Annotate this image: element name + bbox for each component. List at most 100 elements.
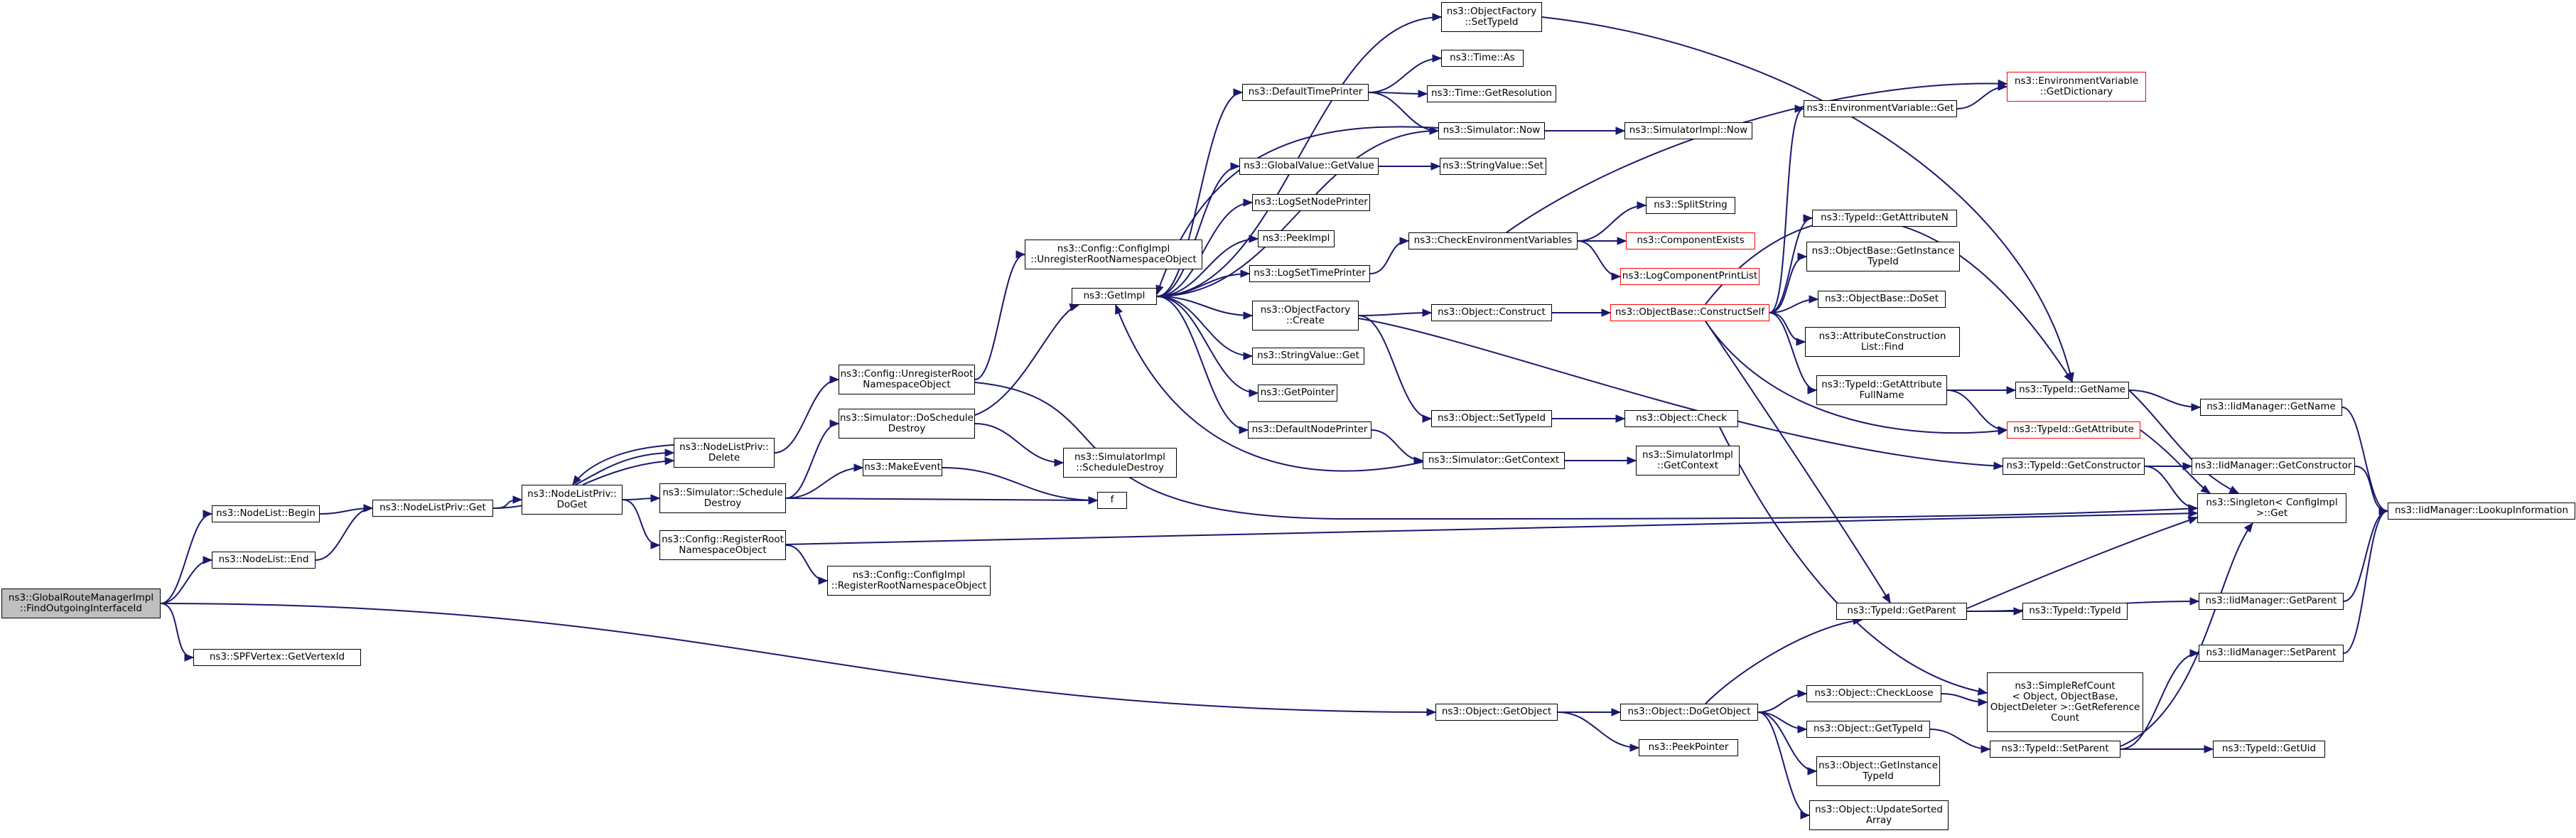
- node-log-s-n-p[interactable]: ns3::LogSetNodePrinter: [1252, 194, 1370, 211]
- node-tid-get-attr-full[interactable]: ns3::TypeId::GetAttribute FullName: [1816, 375, 1947, 405]
- node-of-create[interactable]: ns3::ObjectFactory ::Create: [1252, 301, 1359, 331]
- node-cfg-impl-unreg[interactable]: ns3::Config::ConfigImpl ::UnregisterRoot…: [1025, 240, 1202, 269]
- node-split-str[interactable]: ns3::SplitString: [1646, 197, 1735, 214]
- node-log-c-p-l[interactable]: ns3::LogComponentPrintList: [1620, 268, 1759, 285]
- node-iid-lookup[interactable]: ns3::IidManager::LookupInformation: [2388, 503, 2575, 520]
- node-tid-get-name[interactable]: ns3::TypeId::GetName: [2015, 382, 2129, 399]
- node-env-get-dict[interactable]: ns3::EnvironmentVariable ::GetDictionary: [2007, 72, 2146, 102]
- node-obj-do-get-object[interactable]: ns3::Object::DoGetObject: [1620, 704, 1758, 721]
- node-nlp-get[interactable]: ns3::NodeListPriv::Get: [372, 500, 493, 517]
- call-edge: [1705, 619, 1863, 704]
- edge-arrowhead: [1601, 308, 1612, 317]
- node-def-t-p[interactable]: ns3::DefaultTimePrinter: [1242, 84, 1369, 101]
- node-iid-get-parent[interactable]: ns3::IidManager::GetParent: [2199, 593, 2344, 610]
- call-edge: [2354, 466, 2388, 512]
- node-obj-construct[interactable]: ns3::Object::Construct: [1431, 304, 1552, 321]
- node-of-set-tid[interactable]: ns3::ObjectFactory ::SetTypeId: [1441, 2, 1542, 32]
- edge-arrowhead: [2006, 386, 2017, 394]
- node-nlp-delete[interactable]: ns3::NodeListPriv:: Delete: [674, 438, 775, 468]
- call-edge: [1705, 321, 2008, 434]
- node-iid-get-name[interactable]: ns3::IidManager::GetName: [2200, 399, 2342, 416]
- node-obj-get-tid[interactable]: ns3::Object::GetTypeId: [1806, 721, 1930, 738]
- node-tid-get-parent[interactable]: ns3::TypeId::GetParent: [1836, 603, 1967, 620]
- node-sv-set[interactable]: ns3::StringValue::Set: [1440, 158, 1546, 175]
- node-tid-get-ctor[interactable]: ns3::TypeId::GetConstructor: [2003, 458, 2145, 475]
- node-tid-get-attr-n[interactable]: ns3::TypeId::GetAttributeN: [1812, 210, 1957, 227]
- node-peek-impl[interactable]: ns3::PeekImpl: [1258, 230, 1335, 247]
- node-ac-list-find[interactable]: ns3::AttributeConstruction List::Find: [1805, 327, 1960, 357]
- node-ob-get-inst-tid[interactable]: ns3::ObjectBase::GetInstance TypeId: [1806, 242, 1960, 272]
- call-edge: [774, 379, 839, 453]
- edge-arrowhead: [2188, 504, 2199, 512]
- edge-arrowhead: [1637, 201, 1647, 210]
- node-obj-check-loose[interactable]: ns3::Object::CheckLoose: [1806, 685, 1941, 702]
- call-edge: [1557, 711, 1639, 748]
- call-edge: [2343, 510, 2388, 602]
- edge-arrowhead: [1115, 303, 1123, 315]
- edge-arrowhead: [1797, 252, 1808, 261]
- node-sim-impl-now[interactable]: ns3::SimulatorImpl::Now: [1624, 122, 1752, 139]
- node-obj-upd-sorted[interactable]: ns3::Object::UpdateSorted Array: [1809, 800, 1949, 830]
- edge-arrowhead: [1882, 593, 1891, 604]
- node-get-ptr[interactable]: ns3::GetPointer: [1258, 385, 1337, 402]
- node-sim-get-ctx[interactable]: ns3::Simulator::GetContext: [1423, 452, 1565, 469]
- node-obj-get-inst-tid[interactable]: ns3::Object::GetInstance TypeId: [1816, 756, 1940, 786]
- node-spf[interactable]: ns3::SPFVertex::GetVertexId: [193, 649, 361, 666]
- call-edge: [1371, 429, 1423, 461]
- edge-arrowhead: [2013, 607, 2024, 616]
- node-tid-get-uid[interactable]: ns3::TypeId::GetUid: [2213, 741, 2325, 758]
- node-log-s-t-p[interactable]: ns3::LogSetTimePrinter: [1249, 265, 1370, 282]
- node-f[interactable]: f: [1097, 492, 1127, 509]
- node-nl-end[interactable]: ns3::NodeList::End: [212, 552, 316, 569]
- node-ob-do-set[interactable]: ns3::ObjectBase::DoSet: [1818, 291, 1946, 308]
- node-obj-get-object[interactable]: ns3::Object::GetObject: [1435, 704, 1558, 721]
- edge-arrowhead: [363, 504, 374, 512]
- node-obj-check[interactable]: ns3::Object::Check: [1624, 410, 1738, 427]
- call-edge: [1156, 296, 1249, 431]
- node-tid-get-attr[interactable]: ns3::TypeId::GetAttribute: [2007, 421, 2140, 439]
- node-comp-exists[interactable]: ns3::ComponentExists: [1626, 232, 1755, 249]
- node-iid-get-ctor[interactable]: ns3::IidManager::GetConstructor: [2192, 458, 2355, 475]
- node-nlp-do-get[interactable]: ns3::NodeListPriv:: DoGet: [522, 485, 623, 515]
- node-ob-construct-self[interactable]: ns3::ObjectBase::ConstructSelf: [1610, 304, 1769, 321]
- node-get-impl[interactable]: ns3::GetImpl: [1072, 288, 1157, 305]
- call-edge: [1156, 126, 1439, 295]
- node-time-as[interactable]: ns3::Time::As: [1441, 50, 1524, 67]
- node-src-get-ref[interactable]: ns3::SimpleRefCount < Object, ObjectBase…: [1987, 672, 2143, 732]
- call-edge: [160, 603, 194, 658]
- edge-arrowhead: [2189, 597, 2200, 606]
- node-tid-set-parent[interactable]: ns3::TypeId::SetParent: [1990, 741, 2120, 758]
- node-gv-get[interactable]: ns3::GlobalValue::GetValue: [1239, 158, 1379, 175]
- node-sim-do-sched[interactable]: ns3::Simulator::DoSchedule Destroy: [839, 409, 975, 439]
- node-nl-begin[interactable]: ns3::NodeList::Begin: [212, 505, 320, 522]
- node-sim-impl-get-ctx[interactable]: ns3::SimulatorImpl ::GetContext: [1636, 446, 1740, 476]
- node-make-event[interactable]: ns3::MakeEvent: [863, 459, 942, 476]
- call-edge: [1156, 296, 1259, 394]
- node-sv-get[interactable]: ns3::StringValue::Get: [1252, 348, 1364, 365]
- call-edge: [785, 423, 839, 499]
- node-sim-sched[interactable]: ns3::Simulator::Schedule Destroy: [659, 483, 786, 513]
- node-cfg-impl-reg[interactable]: ns3::Config::ConfigImpl ::RegisterRootNa…: [827, 566, 991, 596]
- edge-arrowhead: [1243, 311, 1254, 320]
- node-iid-set-parent[interactable]: ns3::IidManager::SetParent: [2199, 645, 2344, 662]
- edge-arrowhead: [1426, 708, 1437, 716]
- edge-arrowhead: [2182, 462, 2193, 471]
- node-sim-now[interactable]: ns3::Simulator::Now: [1438, 122, 1545, 139]
- node-check-env[interactable]: ns3::CheckEnvironmentVariables: [1408, 232, 1578, 249]
- node-sim-impl-s-d[interactable]: ns3::SimulatorImpl ::ScheduleDestroy: [1063, 448, 1177, 478]
- node-def-n-p[interactable]: ns3::DefaultNodePrinter: [1248, 421, 1371, 439]
- node-obj-set-tid[interactable]: ns3::Object::SetTypeId: [1431, 410, 1552, 427]
- edge-arrowhead: [2187, 516, 2199, 525]
- call-edge: [1368, 92, 1439, 131]
- node-time-res[interactable]: ns3::Time::GetResolution: [1427, 85, 1556, 102]
- node-peek-ptr[interactable]: ns3::PeekPointer: [1639, 739, 1738, 756]
- call-edge: [1156, 238, 1259, 297]
- edge-arrowhead: [1088, 496, 1099, 505]
- node-env-get[interactable]: ns3::EnvironmentVariable::Get: [1804, 100, 1957, 117]
- call-edge: [2341, 407, 2388, 512]
- node-singleton-get[interactable]: ns3::Singleton< ConfigImpl >::Get: [2197, 493, 2346, 523]
- node-cfg-unreg[interactable]: ns3::Config::UnregisterRoot NamespaceObj…: [839, 365, 975, 394]
- node-cfg-reg[interactable]: ns3::Config::RegisterRoot NamespaceObjec…: [659, 530, 786, 560]
- node-tid-type-id[interactable]: ns3::TypeId::TypeId: [2022, 603, 2128, 620]
